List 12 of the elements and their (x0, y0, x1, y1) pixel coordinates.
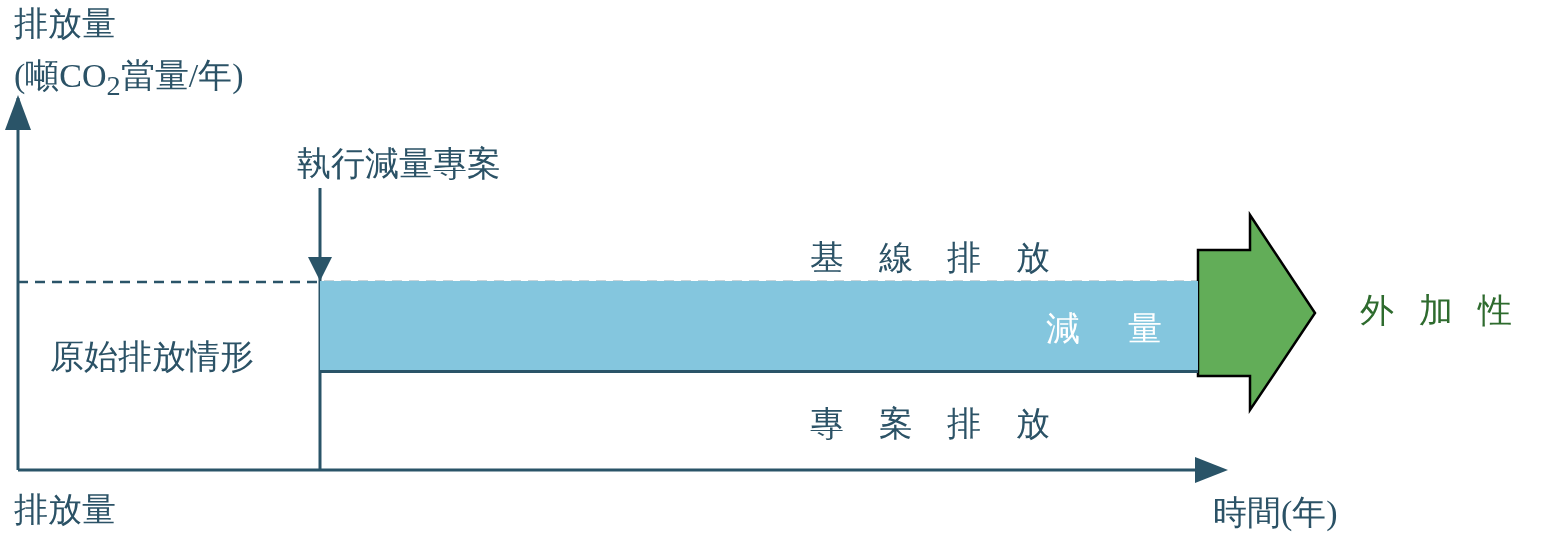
reduction-band: 減 量 (320, 281, 1198, 373)
line-label: 專 案 排 放 (810, 404, 1050, 444)
region-label: 原始排放情形 (50, 337, 254, 377)
axis-label: 排放量 (14, 490, 116, 530)
line-label: 基 線 排 放 (810, 238, 1050, 278)
annotation-text: 執行減量專案 (297, 144, 537, 188)
block-arrow (1196, 210, 1317, 415)
axis-label: (噸CO$_{2}$當量/年) (14, 56, 244, 103)
arrow (308, 188, 332, 281)
result-text: 外 加 性 (1315, 290, 1561, 340)
axis-label: 時間(年) (1213, 493, 1338, 533)
axis-label: 排放量 (14, 4, 116, 44)
